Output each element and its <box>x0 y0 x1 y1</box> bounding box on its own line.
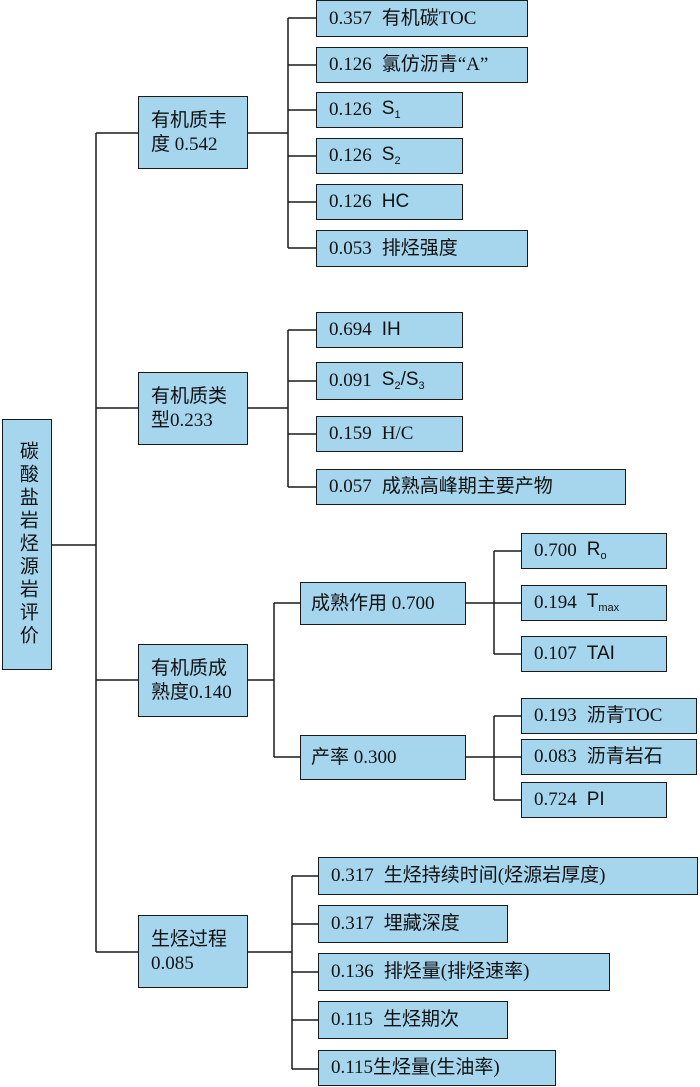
leaf-weight: 0.126 <box>329 99 372 121</box>
leaf-node: 0.159 H/C <box>316 416 463 452</box>
leaf-node: 0.317 埋藏深度 <box>318 905 508 943</box>
leaf-label: 排烃强度 <box>381 237 458 259</box>
leaf-label: 成熟高峰期主要产物 <box>381 476 553 498</box>
subcategory-label: 产率 0.300 <box>311 746 397 768</box>
leaf-weight: 0.126 <box>329 54 372 76</box>
leaf-weight: 0.193 <box>534 705 577 727</box>
leaf-node: 0.357 有机碳TOC <box>316 0 528 37</box>
leaf-weight: 0.083 <box>534 746 577 768</box>
leaf-node: 0.083 沥青岩石 <box>521 739 697 775</box>
leaf-weight: 0.126 <box>329 191 372 213</box>
leaf-label: 有机碳TOC <box>381 7 477 29</box>
subcategory-label: 成熟作用 0.700 <box>311 592 435 614</box>
leaf-weight: 0.115 <box>331 1009 374 1031</box>
leaf-weight: 0.159 <box>329 423 372 445</box>
root-label: 碳酸盐岩烃源岩评价 <box>16 441 38 648</box>
category-weight: 0.085 <box>151 952 194 974</box>
leaf-weight: 0.115 <box>331 1057 374 1079</box>
category-organic-type: 有机质类 型0.233 <box>138 372 248 445</box>
leaf-weight: 0.091 <box>329 370 372 392</box>
leaf-weight: 0.057 <box>329 476 372 498</box>
leaf-label: TAI <box>586 643 615 665</box>
leaf-label: 氯仿沥青“A” <box>381 54 489 76</box>
category-label: 有机质成 <box>151 657 228 679</box>
category-organic-maturity: 有机质成 熟度0.140 <box>138 644 248 717</box>
leaf-weight: 0.053 <box>329 237 372 259</box>
leaf-node: 0.126 S2 <box>316 138 463 174</box>
leaf-label: HC <box>381 191 410 213</box>
leaf-node: 0.193 沥青TOC <box>521 698 697 734</box>
subcategory-yield: 产率 0.300 <box>300 735 466 780</box>
leaf-weight: 0.700 <box>534 540 577 562</box>
leaf-label: IH <box>381 319 401 341</box>
leaf-node: 0.126 S1 <box>316 92 463 128</box>
category-weight: 度 0.542 <box>151 133 218 155</box>
leaf-label: H/C <box>381 423 414 445</box>
leaf-label: 生烃持续时间(烃源岩厚度) <box>383 865 606 887</box>
leaf-label: 生烃量(生油率) <box>373 1057 500 1079</box>
leaf-weight: 0.194 <box>534 592 577 614</box>
leaf-label: PI <box>586 789 605 811</box>
leaf-label: 排烃量(排烃速率) <box>383 961 530 983</box>
leaf-node: 0.091 S2/S3 <box>316 362 463 400</box>
leaf-label: S2 <box>381 144 401 168</box>
leaf-label: Tmax <box>586 591 620 615</box>
leaf-node: 0.126 HC <box>316 184 463 220</box>
category-label: 有机质类 <box>151 385 228 407</box>
leaf-label: 埋藏深度 <box>383 913 460 935</box>
leaf-node: 0.694 IH <box>316 312 463 348</box>
category-weight: 熟度0.140 <box>151 681 232 703</box>
subcategory-maturation: 成熟作用 0.700 <box>300 582 466 625</box>
leaf-node: 0.317 生烃持续时间(烃源岩厚度) <box>318 857 698 895</box>
category-label: 有机质丰 <box>151 109 228 131</box>
leaf-weight: 0.136 <box>331 961 374 983</box>
leaf-label: Ro <box>586 539 607 563</box>
leaf-label: 沥青TOC <box>586 705 663 727</box>
leaf-weight: 0.357 <box>329 7 372 29</box>
leaf-node: 0.724 PI <box>521 782 667 818</box>
leaf-node: 0.115 生烃期次 <box>318 1001 508 1039</box>
leaf-node: 0.053 排烃强度 <box>316 230 528 267</box>
leaf-label: 生烃期次 <box>383 1009 460 1031</box>
category-hydrocarbon-generation: 生烃过程 0.085 <box>138 915 248 988</box>
leaf-weight: 0.694 <box>329 319 372 341</box>
leaf-node: 0.107 TAI <box>521 636 667 672</box>
leaf-weight: 0.317 <box>331 913 374 935</box>
leaf-node: 0.136 排烃量(排烃速率) <box>318 953 610 991</box>
leaf-label: S1 <box>381 98 401 122</box>
category-weight: 型0.233 <box>151 409 213 431</box>
leaf-node: 0.115 生烃量(生油率) <box>318 1050 556 1086</box>
root-node: 碳酸盐岩烃源岩评价 <box>2 419 52 670</box>
leaf-node: 0.126 氯仿沥青“A” <box>316 47 528 83</box>
leaf-node: 0.057 成熟高峰期主要产物 <box>316 469 626 505</box>
leaf-label: S2/S3 <box>381 369 425 393</box>
leaf-label: 沥青岩石 <box>586 746 663 768</box>
leaf-weight: 0.126 <box>329 145 372 167</box>
leaf-weight: 0.724 <box>534 789 577 811</box>
leaf-weight: 0.317 <box>331 865 374 887</box>
leaf-weight: 0.107 <box>534 643 577 665</box>
category-organic-abundance: 有机质丰 度 0.542 <box>138 96 248 169</box>
leaf-node: 0.700 Ro <box>521 533 667 569</box>
leaf-node: 0.194 Tmax <box>521 585 667 621</box>
category-label: 生烃过程 <box>151 928 228 950</box>
